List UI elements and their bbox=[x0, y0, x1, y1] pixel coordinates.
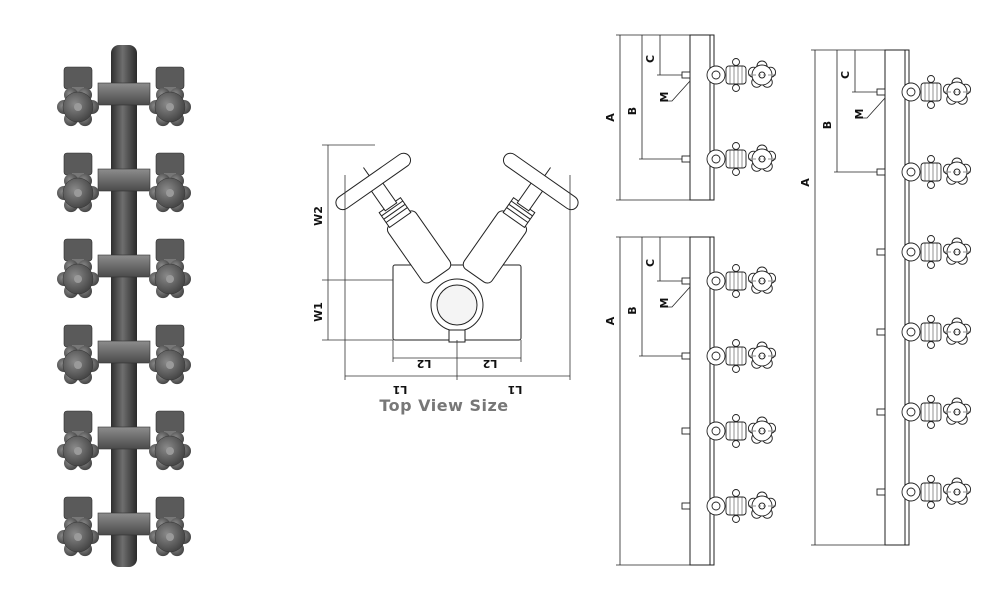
render-handwheel bbox=[149, 431, 191, 471]
dim-label-c: C bbox=[644, 259, 657, 267]
side-valve bbox=[876, 75, 972, 109]
render-handwheel bbox=[149, 259, 191, 299]
dim-label-b: B bbox=[626, 107, 639, 115]
side-valve bbox=[876, 315, 972, 349]
side-valve bbox=[681, 264, 777, 298]
manifold-drawing-6-valve: A B C M bbox=[799, 49, 972, 546]
render-valve-pair bbox=[57, 152, 191, 213]
render-handwheel bbox=[57, 431, 99, 471]
render-handwheel bbox=[149, 87, 191, 127]
dim-label-b: B bbox=[821, 121, 834, 129]
side-valve bbox=[681, 489, 777, 523]
dim-label-l2-right: L2 bbox=[483, 357, 498, 370]
side-valve bbox=[681, 414, 777, 448]
render-handwheel bbox=[149, 173, 191, 213]
left-valve-branch bbox=[335, 152, 452, 284]
side-valve bbox=[681, 58, 777, 92]
side-valve bbox=[876, 235, 972, 269]
top-view-drawing: W2 W1 L2 L2 L1 L1 bbox=[312, 144, 579, 396]
manifold-drawing-4-valve: A B C M bbox=[604, 236, 777, 566]
dimension-lines bbox=[322, 144, 571, 380]
dim-label-a: A bbox=[604, 316, 617, 325]
render-valve-pair bbox=[57, 324, 191, 385]
dim-label-l2-left: L2 bbox=[417, 357, 432, 370]
center-pipe-inner bbox=[436, 284, 478, 326]
render-handwheel bbox=[57, 345, 99, 385]
render-handwheel bbox=[149, 345, 191, 385]
render-handwheel bbox=[57, 173, 99, 213]
dim-label-w2: W2 bbox=[312, 206, 325, 226]
render-valve-pair bbox=[57, 496, 191, 557]
side-valve bbox=[876, 395, 972, 429]
render-handwheel bbox=[57, 87, 99, 127]
side-valve bbox=[876, 475, 972, 509]
render-handwheel bbox=[149, 517, 191, 557]
dim-label-m: M bbox=[853, 109, 866, 120]
render-valve-pair bbox=[57, 66, 191, 127]
dim-label-l1-right: L1 bbox=[508, 383, 523, 396]
render-valve-pair bbox=[57, 410, 191, 471]
dim-label-c: C bbox=[839, 71, 852, 79]
render-handwheel bbox=[57, 259, 99, 299]
top-view-caption: Top View Size bbox=[379, 396, 509, 415]
dim-label-l1-left: L1 bbox=[393, 383, 408, 396]
right-valve-branch bbox=[462, 152, 579, 284]
render-pipe bbox=[111, 45, 137, 567]
dim-label-m: M bbox=[658, 92, 671, 103]
dim-label-a: A bbox=[604, 113, 617, 122]
dim-label-c: C bbox=[644, 55, 657, 63]
dim-label-w1: W1 bbox=[312, 302, 325, 322]
dim-label-m: M bbox=[658, 298, 671, 309]
manifold-drawing-2-valve: A B C M bbox=[604, 34, 777, 201]
manifold-render-image bbox=[57, 45, 191, 567]
render-handwheel bbox=[57, 517, 99, 557]
side-valve bbox=[681, 142, 777, 176]
side-valve bbox=[876, 155, 972, 189]
side-valve bbox=[681, 339, 777, 373]
dim-label-a: A bbox=[799, 178, 812, 187]
dim-label-b: B bbox=[626, 306, 639, 314]
render-valve-pair bbox=[57, 238, 191, 299]
